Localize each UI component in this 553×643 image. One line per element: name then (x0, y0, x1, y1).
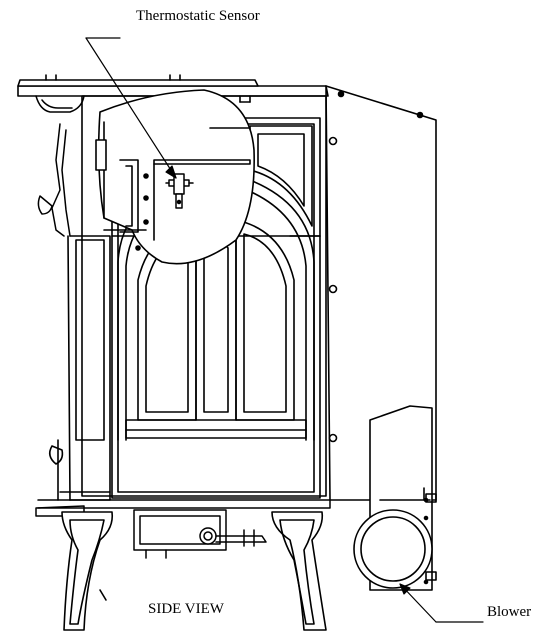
sensor-leader-line-2 (85, 37, 177, 179)
blower-label: Blower (487, 604, 532, 620)
rear-leg (271, 511, 327, 631)
blower-fan (353, 509, 433, 589)
leader-lines (85, 37, 484, 623)
front-leg (61, 511, 114, 631)
thermostatic-sensor-label: Thermostatic Sensor (136, 8, 260, 24)
side-view-label: SIDE VIEW (148, 601, 224, 617)
thermostatic-sensor-component (165, 173, 194, 209)
top-plate (17, 74, 329, 103)
blower-arrowhead (399, 583, 411, 595)
damper-housing (133, 509, 267, 559)
sensor-arrowhead (165, 165, 177, 179)
front-handle (35, 95, 85, 237)
